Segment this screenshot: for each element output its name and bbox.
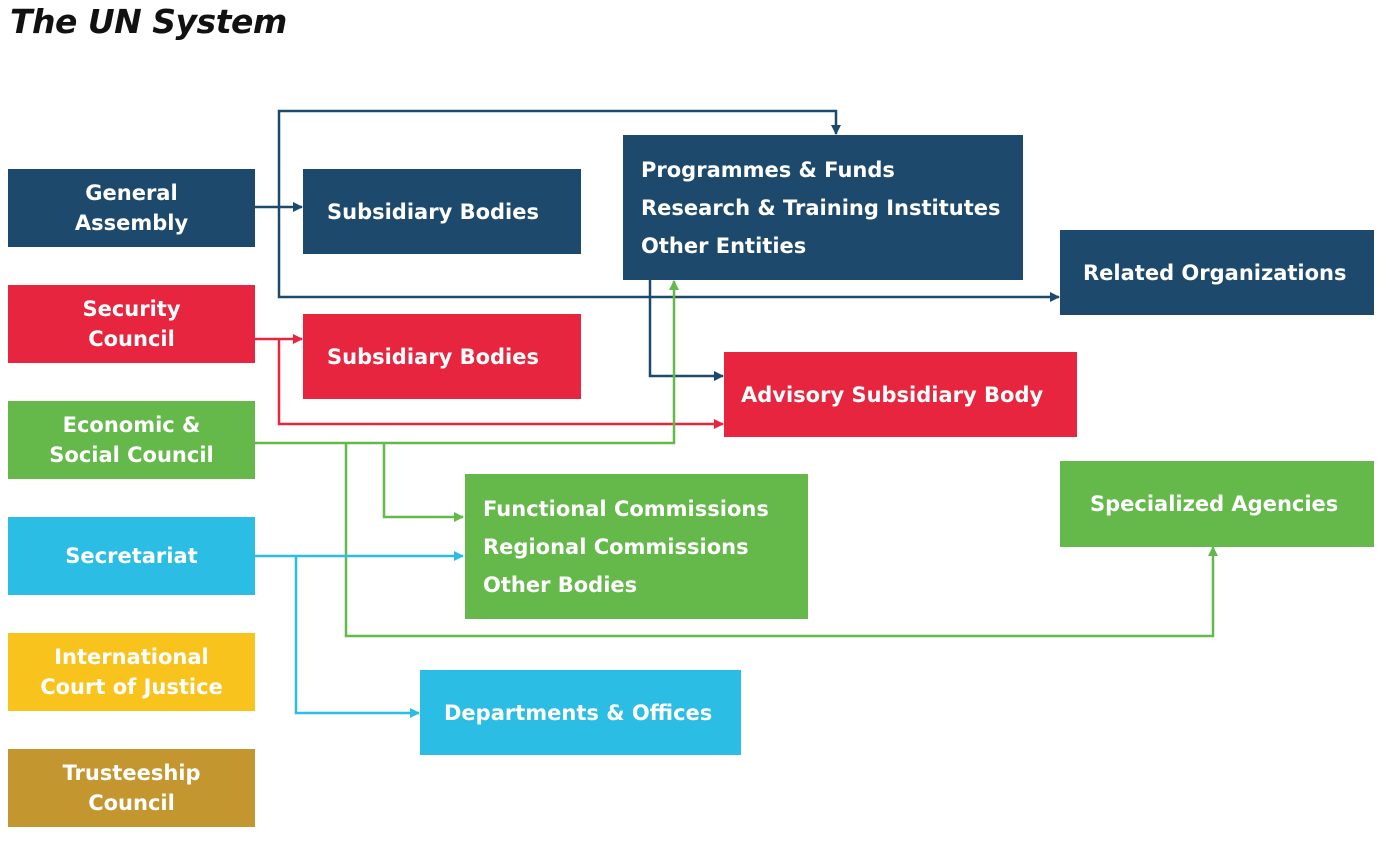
sc-subsidiary-bodies-label: Subsidiary Bodies (327, 344, 539, 369)
departments-offices-label: Departments & Offices (444, 700, 713, 725)
ecosoc-label-line-2: Social Council (49, 443, 214, 467)
icj-label-line-1: International (54, 645, 209, 669)
secretariat-box: Secretariat (8, 517, 255, 595)
related-organizations-label: Related Organizations (1083, 260, 1347, 285)
ecosoc-box: Economic & Social Council (8, 401, 255, 479)
sc-subsidiary-bodies-box: Subsidiary Bodies (303, 314, 581, 399)
ecosoc-to-specialized-connector (344, 443, 1218, 638)
ga-to-programmes-connector (277, 109, 841, 207)
functional-commissions-label: Functional Commissions (483, 496, 769, 521)
security-council-label-line-1: Security (82, 297, 181, 321)
security-council-label-line-2: Council (88, 327, 175, 351)
advisory-subsidiary-body-label: Advisory Subsidiary Body (741, 382, 1044, 407)
general-assembly-box: General Assembly (8, 169, 255, 247)
ga-subsidiary-bodies-box: Subsidiary Bodies (303, 169, 581, 254)
departments-offices-box: Departments & Offices (420, 670, 741, 755)
related-organizations-box: Related Organizations (1060, 230, 1374, 315)
trusteeship-council-label-line-1: Trusteeship (62, 761, 201, 785)
trusteeship-council-box: Trusteeship Council (8, 749, 255, 827)
ecosoc-to-programmes-connector (255, 280, 679, 445)
ga-subsidiary-bodies-label: Subsidiary Bodies (327, 199, 539, 224)
security-council-box: Security Council (8, 285, 255, 363)
sc-to-advisory-connector (277, 339, 724, 429)
other-entities-label: Other Entities (641, 233, 807, 258)
ga-to-related-orgs-connector (277, 207, 1060, 302)
programmes-to-advisory-connector (648, 280, 724, 381)
ecosoc-to-commissions-connector (382, 443, 464, 522)
advisory-subsidiary-body-box: Advisory Subsidiary Body (724, 352, 1077, 437)
trusteeship-council-label-line-2: Council (88, 791, 175, 815)
regional-commissions-label: Regional Commissions (483, 534, 749, 559)
other-bodies-label: Other Bodies (483, 572, 638, 597)
secretariat-label: Secretariat (65, 544, 198, 568)
general-assembly-label-line-1: General (85, 181, 178, 205)
research-training-label: Research & Training Institutes (641, 195, 1001, 220)
programmes-funds-label: Programmes & Funds (641, 157, 895, 182)
specialized-agencies-box: Specialized Agencies (1060, 461, 1374, 547)
secretariat-to-departments-connector (294, 556, 420, 718)
icj-box: International Court of Justice (8, 633, 255, 711)
commissions-box: Functional Commissions Regional Commissi… (465, 474, 808, 619)
ecosoc-label-line-1: Economic & (62, 413, 201, 437)
page-title: The UN System (10, 2, 287, 41)
general-assembly-label-line-2: Assembly (74, 211, 189, 235)
programmes-funds-box: Programmes & Funds Research & Training I… (623, 135, 1023, 280)
icj-label-line-2: Court of Justice (40, 675, 223, 699)
specialized-agencies-label: Specialized Agencies (1090, 492, 1339, 516)
